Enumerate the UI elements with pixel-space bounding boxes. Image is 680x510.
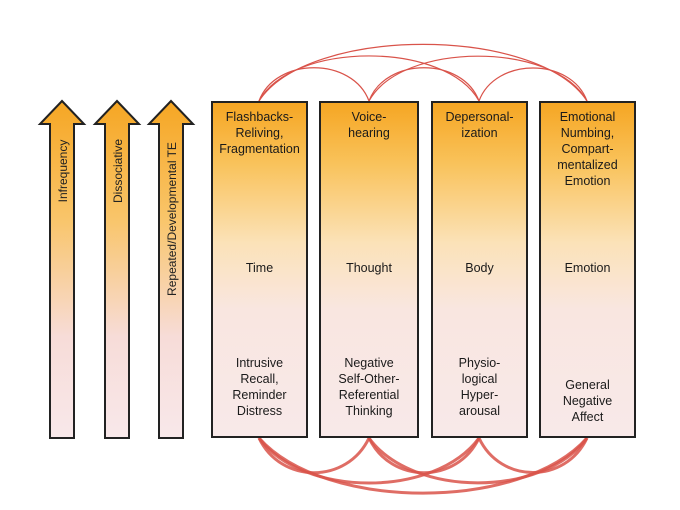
column-dimension: Thought — [346, 261, 392, 275]
top-connector-arc — [368, 67, 480, 102]
bottom-connectors — [257, 436, 589, 495]
arrows — [37, 99, 196, 439]
column-depersonalization: Depersonal- ization Body Physio- logical… — [431, 101, 528, 438]
top-connector-arc — [258, 55, 480, 102]
column-heading: Emotional Numbing, Compart- mentalized E… — [557, 110, 618, 188]
column-dimension: Emotion — [564, 261, 611, 275]
arrow-repeated-developmental-te — [146, 99, 196, 439]
column-heading: Flashbacks- Reliving, Fragmentation — [219, 110, 300, 156]
column-outcome: Physio- logical Hyper- arousal — [458, 356, 501, 418]
column-outcome: Intrusive Recall, Reminder Distress — [232, 356, 287, 418]
arrow-label-infrequency: Infrequency — [56, 139, 70, 203]
column-outcome: General Negative Affect — [562, 378, 613, 424]
column-flashbacks: Flashbacks- Reliving, Fragmentation Time… — [211, 101, 308, 438]
arrow-infrequency — [37, 99, 87, 439]
bottom-connector-curve — [367, 437, 589, 485]
column-heading: Voice- hearing — [348, 110, 390, 140]
column-outcome: Negative Self-Other- Referential Thinkin… — [338, 356, 400, 418]
bottom-connector-curve — [257, 437, 481, 485]
top-connector-arc — [258, 67, 370, 102]
bottom-connector-curve — [257, 436, 589, 495]
column-dimension: Body — [465, 261, 494, 275]
arrow-dissociative — [92, 99, 142, 439]
column-dimension: Time — [245, 261, 274, 275]
column-emotional-numbing: Emotional Numbing, Compart- mentalized E… — [539, 101, 636, 438]
bottom-connector-curve — [367, 437, 481, 474]
top-connectors — [258, 43, 588, 102]
top-connector-arc — [478, 67, 588, 102]
top-connector-arc — [258, 43, 588, 102]
column-voice-hearing: Voice- hearing Thought Negative Self-Oth… — [319, 101, 419, 438]
top-connector-arc — [368, 55, 588, 102]
arrow-label-repeated-developmental-te: Repeated/Developmental TE — [165, 142, 179, 296]
bottom-connector-curve — [477, 437, 589, 474]
column-heading: Depersonal- ization — [445, 110, 514, 140]
arrow-label-dissociative: Dissociative — [111, 138, 125, 204]
bottom-connector-curve — [257, 437, 371, 474]
